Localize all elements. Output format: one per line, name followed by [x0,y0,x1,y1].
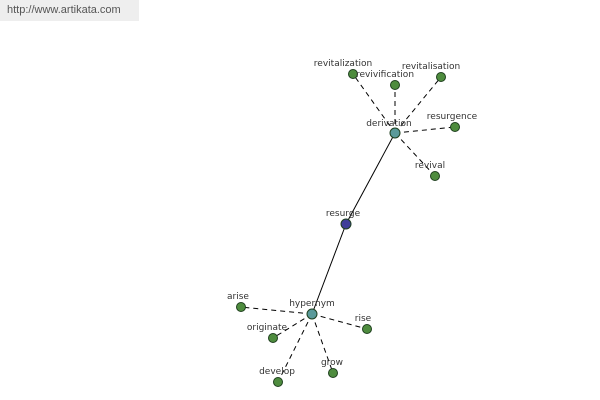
leaf-label-revitalization: revitalization [314,59,372,69]
hub-label-derivation: derivation [366,119,412,129]
edge-resurge-derivation [345,132,396,225]
leaf-label-arise: arise [227,292,249,302]
edge-hypernym-arise [240,306,313,315]
graph-nodes [236,69,460,387]
leaf-label-develop: develop [259,367,295,377]
leaf-node-revitalisation[interactable] [436,72,446,82]
edge-derivation-revival [394,132,436,177]
edge-hypernym-originate [272,313,313,339]
leaf-node-rise[interactable] [362,324,372,334]
leaf-node-revival[interactable] [430,171,440,181]
edge-resurge-hypernym [311,223,347,315]
source-bar: http://www.artikata.com [0,0,139,21]
leaf-label-revival: revival [415,161,445,171]
leaf-label-resurgence: resurgence [427,112,478,122]
leaf-label-rise: rise [355,314,372,324]
leaf-node-arise[interactable] [236,302,246,312]
hub-label-hypernym: hypernym [289,299,335,309]
leaf-label-revivification: revivification [356,70,414,80]
leaf-node-revivification[interactable] [390,80,400,90]
leaf-label-grow: grow [321,358,343,368]
edge-hypernym-rise [311,313,368,330]
leaf-node-resurgence[interactable] [450,122,460,132]
hub-node-hypernym[interactable] [306,308,318,320]
root-label-resurge: resurge [326,209,361,219]
edge-hypernym-develop [277,313,313,383]
edge-derivation-revitalization [352,73,396,134]
edge-derivation-revitalisation [394,76,442,134]
hub-node-derivation[interactable] [389,127,401,139]
edge-derivation-resurgence [394,126,456,134]
edge-hypernym-grow [311,313,334,374]
source-link[interactable]: http://www.artikata.com [7,4,121,16]
root-node-resurge[interactable] [340,218,352,230]
leaf-node-develop[interactable] [273,377,283,387]
leaf-label-originate: originate [247,323,288,333]
leaf-node-originate[interactable] [268,333,278,343]
graph-labels: resurge derivation revitalizationrevivific… [227,59,478,377]
leaf-node-grow[interactable] [328,368,338,378]
leaf-label-revitalisation: revitalisation [402,62,460,72]
leaf-node-revitalization[interactable] [348,69,358,79]
graph-edges [240,73,456,383]
